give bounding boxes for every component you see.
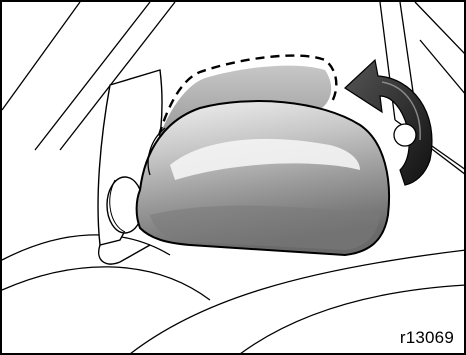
mirror-housing xyxy=(137,101,389,255)
pivot-knob xyxy=(394,124,416,146)
figure-code: r13069 xyxy=(398,329,456,347)
